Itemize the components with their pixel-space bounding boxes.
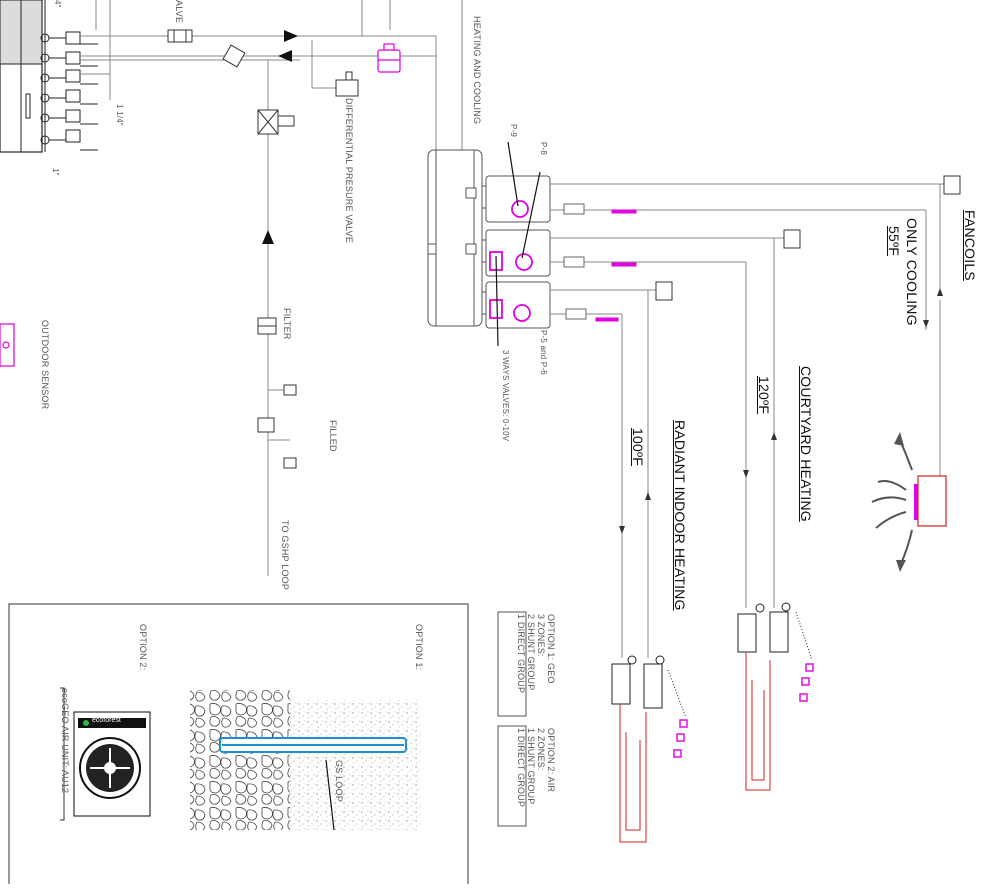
three-way-valves-label: 3 WAYS VALVES: 0-10V (501, 350, 510, 442)
option1-label: OPTION 1: (414, 624, 424, 671)
zone-terminals (655, 175, 961, 301)
valve-label: ALVE (174, 0, 184, 24)
radiant-temp-label: 100ºF (630, 428, 646, 467)
pump-p5-p6-label: P-5 and P-6 (539, 330, 548, 375)
option1-geo-title: OPTION 1: GEO (546, 614, 556, 684)
option2-air-title: OPTION 2: AIR (546, 728, 556, 793)
pumps (489, 200, 533, 322)
option2-air-zones: 2 ZONES: (536, 728, 546, 771)
pump-p9-label: P-9 (509, 124, 518, 138)
pipe-size-4in-label: 4" (53, 0, 62, 8)
courtyard-heating-label: COURTYARD HEATING (798, 366, 814, 522)
pipe-size-1-1-4-label: 1 1/4" (115, 104, 124, 126)
filled-label: FILLED (328, 420, 338, 452)
radiant-heating-label: RADIANT INDOOR HEATING (672, 420, 688, 611)
expansion-tank (377, 43, 401, 73)
option1-geo-direct: 1 DIRECT GROUP (516, 614, 526, 694)
air-unit-label: ecoGEO AIR UNIT: AU12 (60, 688, 70, 794)
to-gshp-loop-label: TO GSHP LOOP (280, 520, 290, 591)
radiant-sensors (673, 719, 688, 758)
fancoils-label: FANCOILS (962, 210, 978, 281)
air-unit (73, 711, 151, 817)
courtyard-temp-label: 120ºF (756, 376, 772, 415)
supply-manifold (40, 0, 98, 152)
option1-geo-shunt: 2 SHUNT GROUP (526, 614, 536, 691)
option2-summary-box (497, 725, 527, 827)
pump-p8-label: P-8 (539, 142, 548, 156)
flow-arrows (262, 30, 298, 244)
option2-label: OPTION 2: (138, 624, 148, 671)
option1-geo-zones: 3 ZONES: (536, 614, 546, 657)
hydraulic-separator (427, 149, 483, 327)
outdoor-sensor (0, 323, 15, 367)
radiant-manifold (611, 655, 687, 843)
gs-loop-label: GS LOOP (334, 760, 344, 802)
differential-pressure-valve-label: DIFFERENTIAL PRESURE VALVE (344, 98, 354, 244)
zone-sensors (595, 209, 637, 322)
options-box (8, 603, 469, 887)
fancoils-temp-label: 55ºF (886, 226, 902, 257)
main-lines (80, 0, 463, 576)
boiler-cabinet (0, 0, 43, 153)
option2-air-direct: 1 DIRECT GROUP (516, 728, 526, 808)
fancoil-unit (871, 432, 947, 572)
zone-arrows (619, 288, 943, 534)
zone-lines (550, 183, 950, 658)
outdoor-sensor-label: OUTDOOR SENSOR (40, 320, 50, 410)
courtyard-sensors (799, 663, 814, 702)
valves-left (167, 29, 359, 469)
only-cooling-label: ONLY COOLING (904, 218, 920, 326)
zone-valves (563, 203, 587, 320)
courtyard-manifold (737, 602, 813, 791)
leader-lines (495, 141, 541, 347)
option2-air-shunt: 1 SHUNT GROUP (526, 728, 536, 805)
heating-cooling-label: HEATING AND COOLING (472, 16, 482, 125)
brand-logo-text: ecoforest (92, 717, 121, 724)
option1-summary-box (497, 611, 527, 717)
pipe-size-1in-label: 1" (51, 168, 60, 176)
filter-label: FILTER (282, 308, 292, 340)
